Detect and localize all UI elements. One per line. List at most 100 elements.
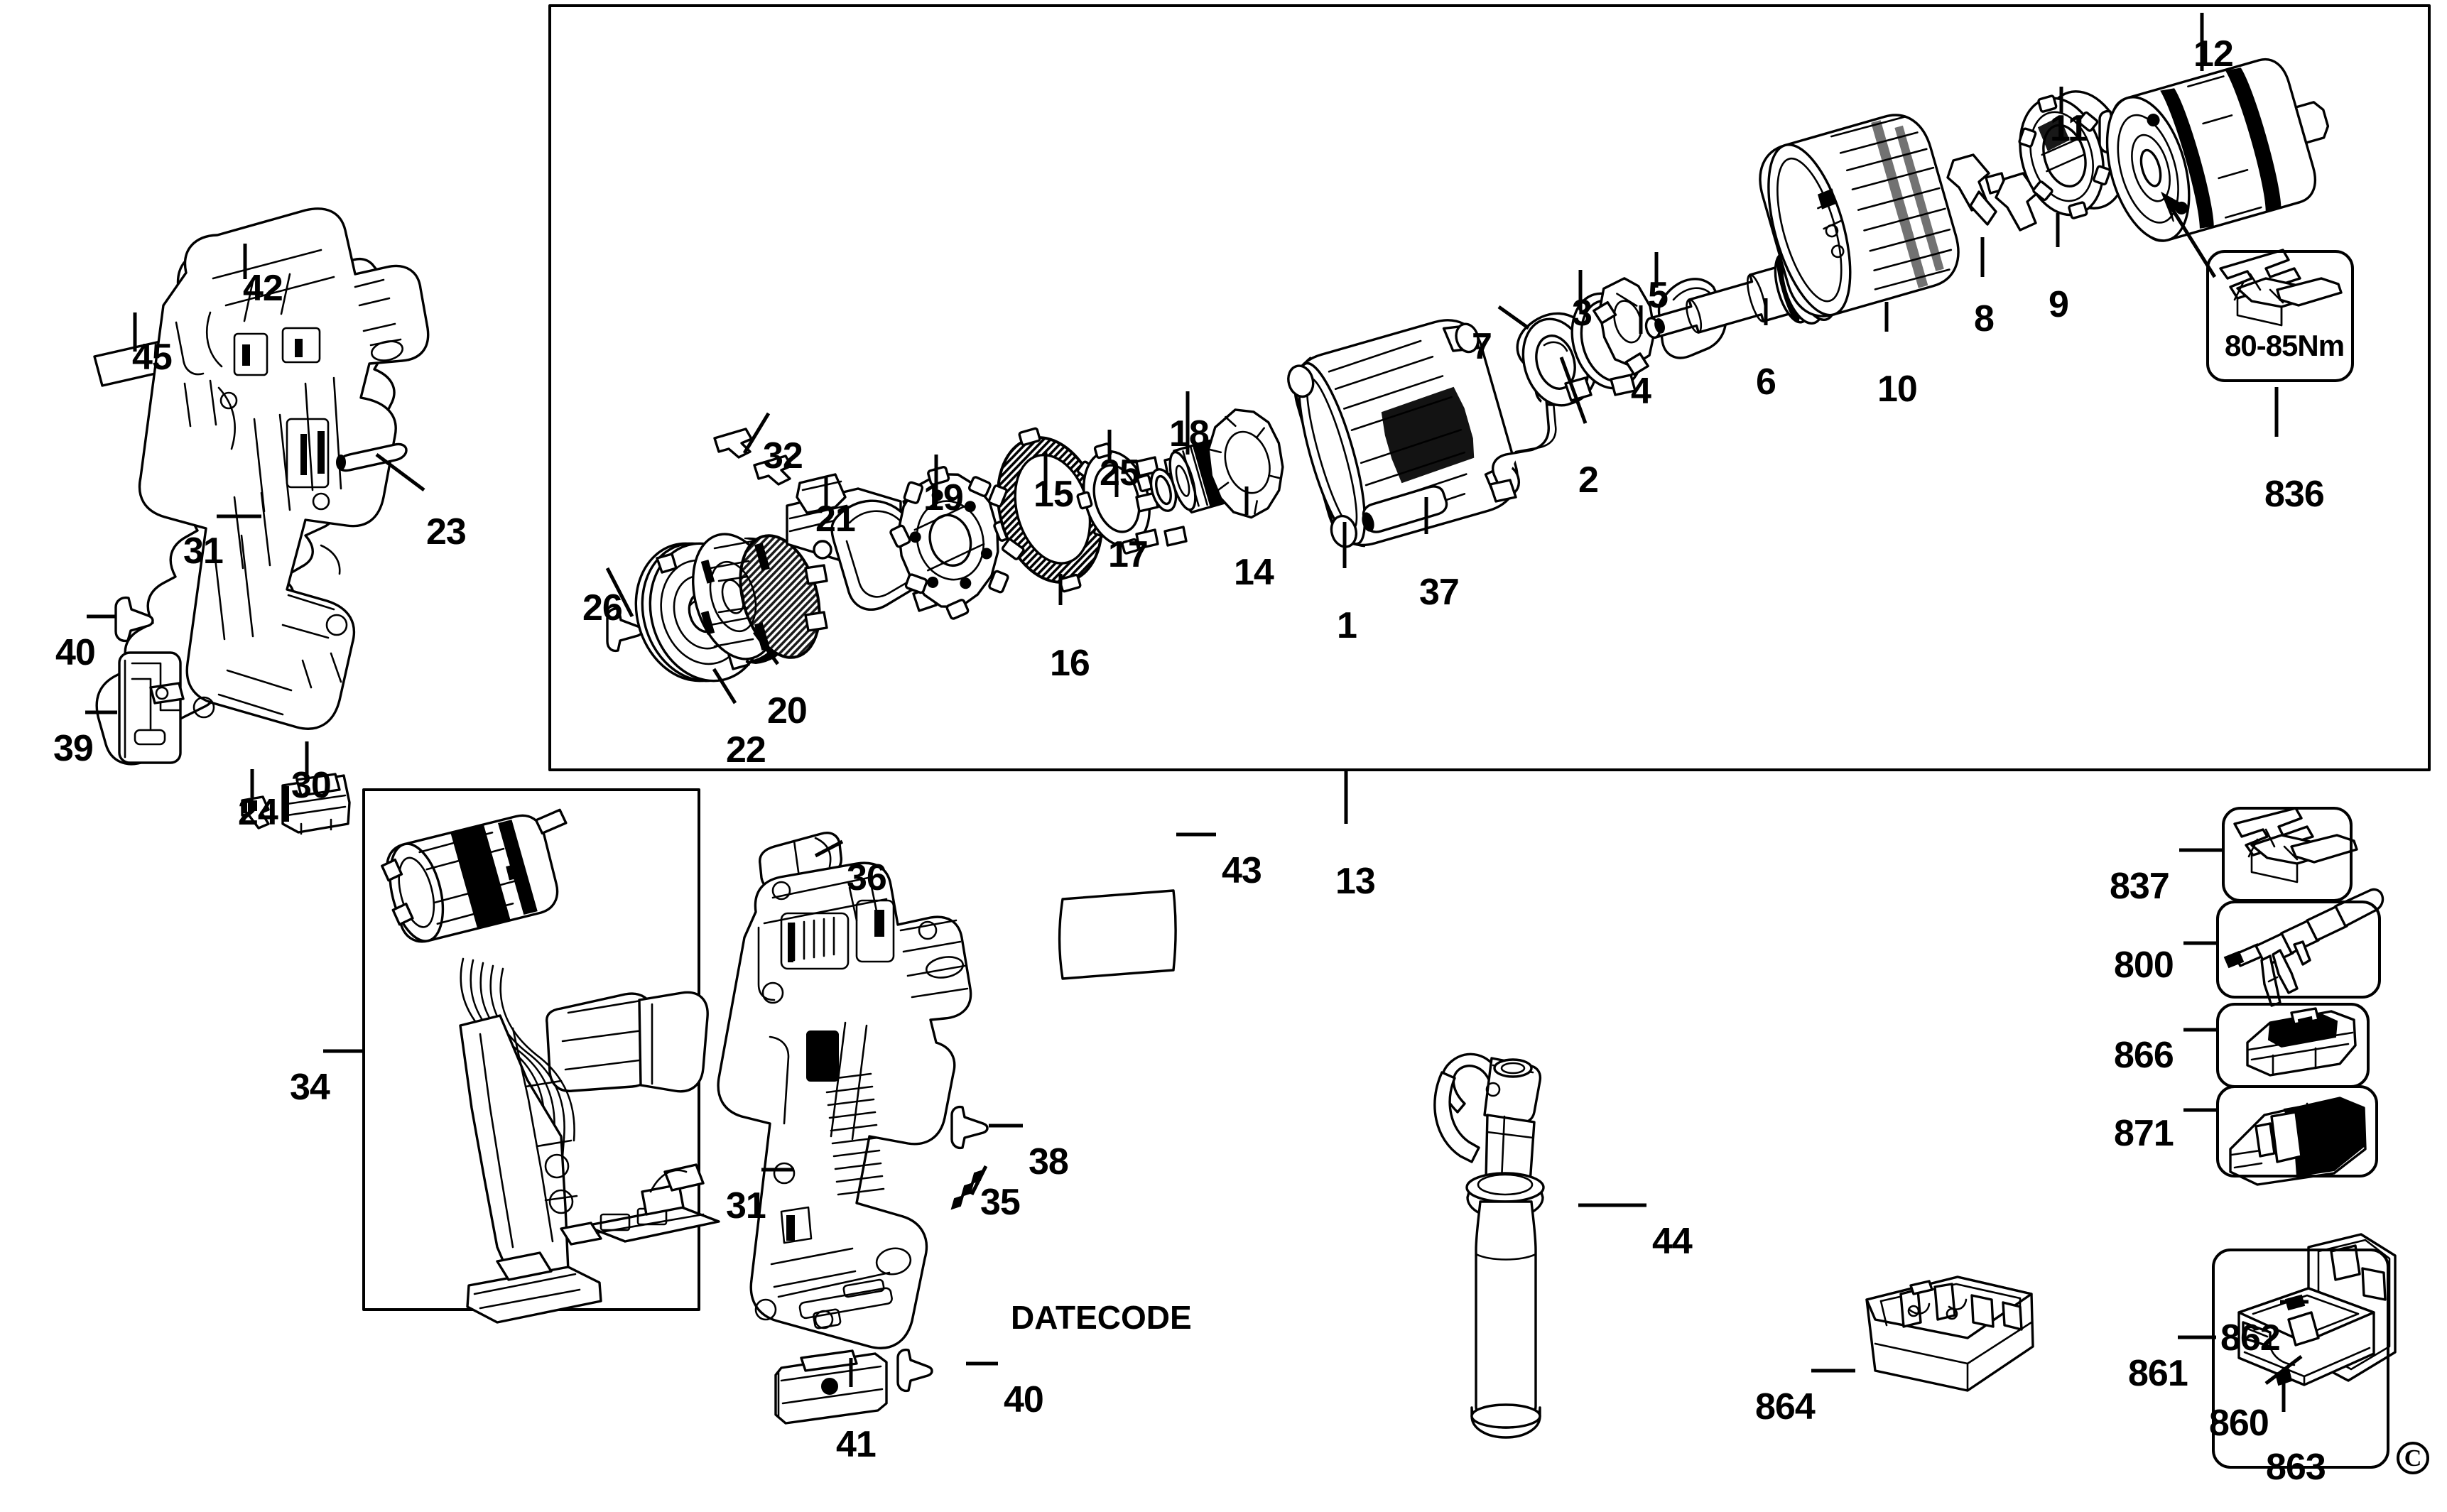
part-23-pin xyxy=(336,442,408,472)
callout-number-6: 6 xyxy=(1756,361,1776,403)
arrowhead-836 xyxy=(2161,191,2184,222)
callout-number-15: 15 xyxy=(1033,474,1074,515)
callout-number-3: 3 xyxy=(1572,293,1593,334)
part-19-sensor-plate xyxy=(889,465,1014,620)
leader-line-2 xyxy=(1559,357,1588,424)
part-40-screw xyxy=(114,596,154,643)
inset-836-graphic xyxy=(2219,249,2343,327)
callout-number-25: 25 xyxy=(1100,452,1140,494)
callout-number-34: 34 xyxy=(290,1067,330,1108)
torque-spec-caption: 80-85Nm xyxy=(2225,329,2345,362)
datecode-caption: DATECODE xyxy=(1011,1299,1192,1336)
datecode-marks xyxy=(950,1169,984,1210)
internal-assembly-artwork xyxy=(381,808,720,1324)
part-38-screw xyxy=(950,1105,989,1150)
callout-number-866: 866 xyxy=(2114,1035,2174,1076)
part-30-terminal xyxy=(281,773,351,835)
part-24-contact xyxy=(241,795,270,830)
callout-number-24: 24 xyxy=(238,792,278,833)
callout-number-37: 37 xyxy=(1419,572,1460,613)
leader-line-26 xyxy=(605,567,634,618)
part-4-clutch-plate xyxy=(1593,277,1656,376)
inset-836-frame xyxy=(2206,250,2354,382)
callout-number-862: 862 xyxy=(2220,1317,2281,1359)
callout-number-26: 26 xyxy=(582,587,623,629)
inset-871-graphic xyxy=(2229,1097,2367,1186)
part-14-plate xyxy=(1207,408,1284,519)
callout-number-16: 16 xyxy=(1050,643,1090,684)
callout-number-9: 9 xyxy=(2049,284,2069,325)
inset-861-graphic xyxy=(2237,1233,2397,1386)
assembled-tool xyxy=(717,832,1177,1425)
callout-number-20: 20 xyxy=(767,690,808,731)
callout-number-19: 19 xyxy=(923,477,964,518)
callout-number-31b: 31 xyxy=(726,1185,766,1227)
callout-number-8: 8 xyxy=(1974,298,1995,339)
callout-number-30: 30 xyxy=(291,765,332,806)
part-12-chuck xyxy=(2105,58,2330,242)
callout-number-860: 860 xyxy=(2209,1403,2269,1444)
callout-number-42: 42 xyxy=(243,268,283,309)
leader-line-35 xyxy=(970,1165,988,1196)
callout-number-2: 2 xyxy=(1578,459,1599,501)
callout-number-12: 12 xyxy=(2193,33,2234,75)
callout-number-44: 44 xyxy=(1652,1221,1693,1262)
inset-866-frame xyxy=(2216,1003,2370,1088)
leader-line-22 xyxy=(712,668,737,705)
callout-number-864: 864 xyxy=(1755,1386,1816,1427)
callout-number-4: 4 xyxy=(1631,371,1651,412)
part-10-ring-gear xyxy=(1759,114,1960,317)
callout-number-35: 35 xyxy=(980,1182,1021,1223)
callout-number-837: 837 xyxy=(2110,866,2170,907)
callout-number-17: 17 xyxy=(1108,534,1149,575)
callout-number-36: 36 xyxy=(847,857,887,898)
inset-837-graphic xyxy=(2233,807,2358,883)
inset-861-frame xyxy=(2212,1249,2389,1469)
leader-line-32 xyxy=(742,412,771,455)
callout-number-863: 863 xyxy=(2266,1447,2326,1488)
callout-number-861: 861 xyxy=(2128,1353,2188,1394)
callout-number-871: 871 xyxy=(2114,1113,2174,1154)
callout-number-31: 31 xyxy=(183,531,224,572)
callout-number-836: 836 xyxy=(2264,474,2325,515)
callout-number-41: 41 xyxy=(836,1424,877,1465)
leader-line-20 xyxy=(752,631,780,665)
callout-number-10: 10 xyxy=(1877,369,1918,410)
callout-number-38: 38 xyxy=(1029,1141,1069,1182)
callout-number-18: 18 xyxy=(1169,413,1210,455)
leader-line-7 xyxy=(1497,305,1530,330)
copyright-mark: C xyxy=(2397,1442,2429,1474)
callout-number-800: 800 xyxy=(2114,945,2174,986)
part-20-motor xyxy=(692,533,828,665)
part-41-latch xyxy=(774,1349,888,1425)
callout-number-40b: 40 xyxy=(1004,1379,1044,1420)
callout-number-11: 11 xyxy=(2050,108,2088,149)
part-44-side-handle xyxy=(1433,1053,1545,1439)
callout-number-21: 21 xyxy=(815,499,856,540)
leader-line-36 xyxy=(814,839,844,858)
callout-number-7: 7 xyxy=(1472,326,1492,367)
inset-866-graphic xyxy=(2246,1007,2357,1077)
inset-864-graphic xyxy=(1865,1276,2034,1392)
callout-number-1: 1 xyxy=(1337,605,1357,646)
part-8-clips xyxy=(1946,153,2039,232)
inset-871-frame xyxy=(2216,1085,2378,1177)
callout-number-40: 40 xyxy=(55,632,96,673)
callout-number-23: 23 xyxy=(426,511,467,553)
part-15-bearing-ring xyxy=(1076,442,1153,555)
left-housing-group xyxy=(93,207,430,835)
callout-leader-lines xyxy=(85,13,2308,1412)
callout-number-39: 39 xyxy=(53,728,94,769)
inset-837-frame xyxy=(2222,807,2353,902)
main-assembly-frame xyxy=(548,4,2431,771)
callout-number-32: 32 xyxy=(763,435,803,477)
part-40b-screw xyxy=(896,1348,933,1393)
callout-number-5: 5 xyxy=(1648,275,1669,316)
callout-number-43: 43 xyxy=(1222,850,1262,891)
part-1-gear-housing xyxy=(1287,319,1520,548)
callout-number-45: 45 xyxy=(132,337,173,378)
leader-line-23 xyxy=(375,452,425,492)
callout-number-13: 13 xyxy=(1335,861,1376,902)
